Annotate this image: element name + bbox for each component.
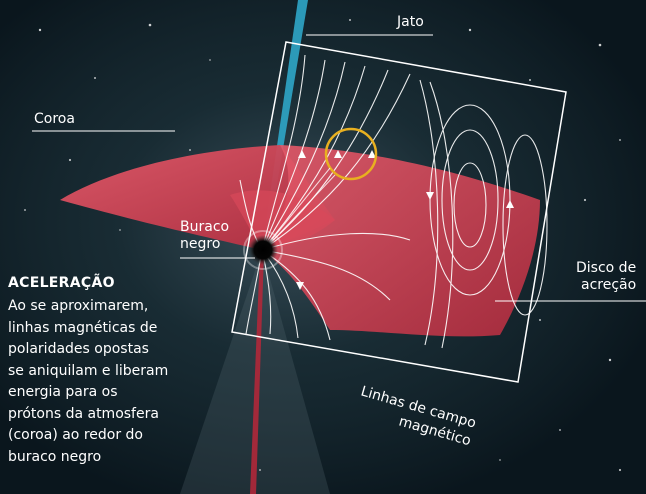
- description-line: prótons da atmosfera: [8, 404, 208, 426]
- disk-label-line1: Disco de: [576, 260, 636, 277]
- acceleration-description: Ao se aproximarem, linhas magnéticas de …: [8, 296, 208, 468]
- black-hole-label-line1: Buraco: [180, 219, 229, 236]
- description-line: polaridades opostas: [8, 339, 208, 361]
- black-hole: [248, 235, 278, 265]
- black-hole-label-line2: negro: [180, 236, 220, 253]
- description-line: linhas magnéticas de: [8, 318, 208, 340]
- disk-label-line2: acreção: [581, 277, 636, 294]
- acceleration-title: ACELERAÇÃO: [8, 275, 115, 291]
- description-line: buraco negro: [8, 447, 208, 469]
- description-line: se aniquilam e liberam: [8, 361, 208, 383]
- description-line: Ao se aproximarem,: [8, 296, 208, 318]
- corona-label: Coroa: [34, 111, 75, 128]
- jet-label: Jato: [397, 14, 424, 31]
- description-line: energia para os: [8, 382, 208, 404]
- description-line: (coroa) ao redor do: [8, 425, 208, 447]
